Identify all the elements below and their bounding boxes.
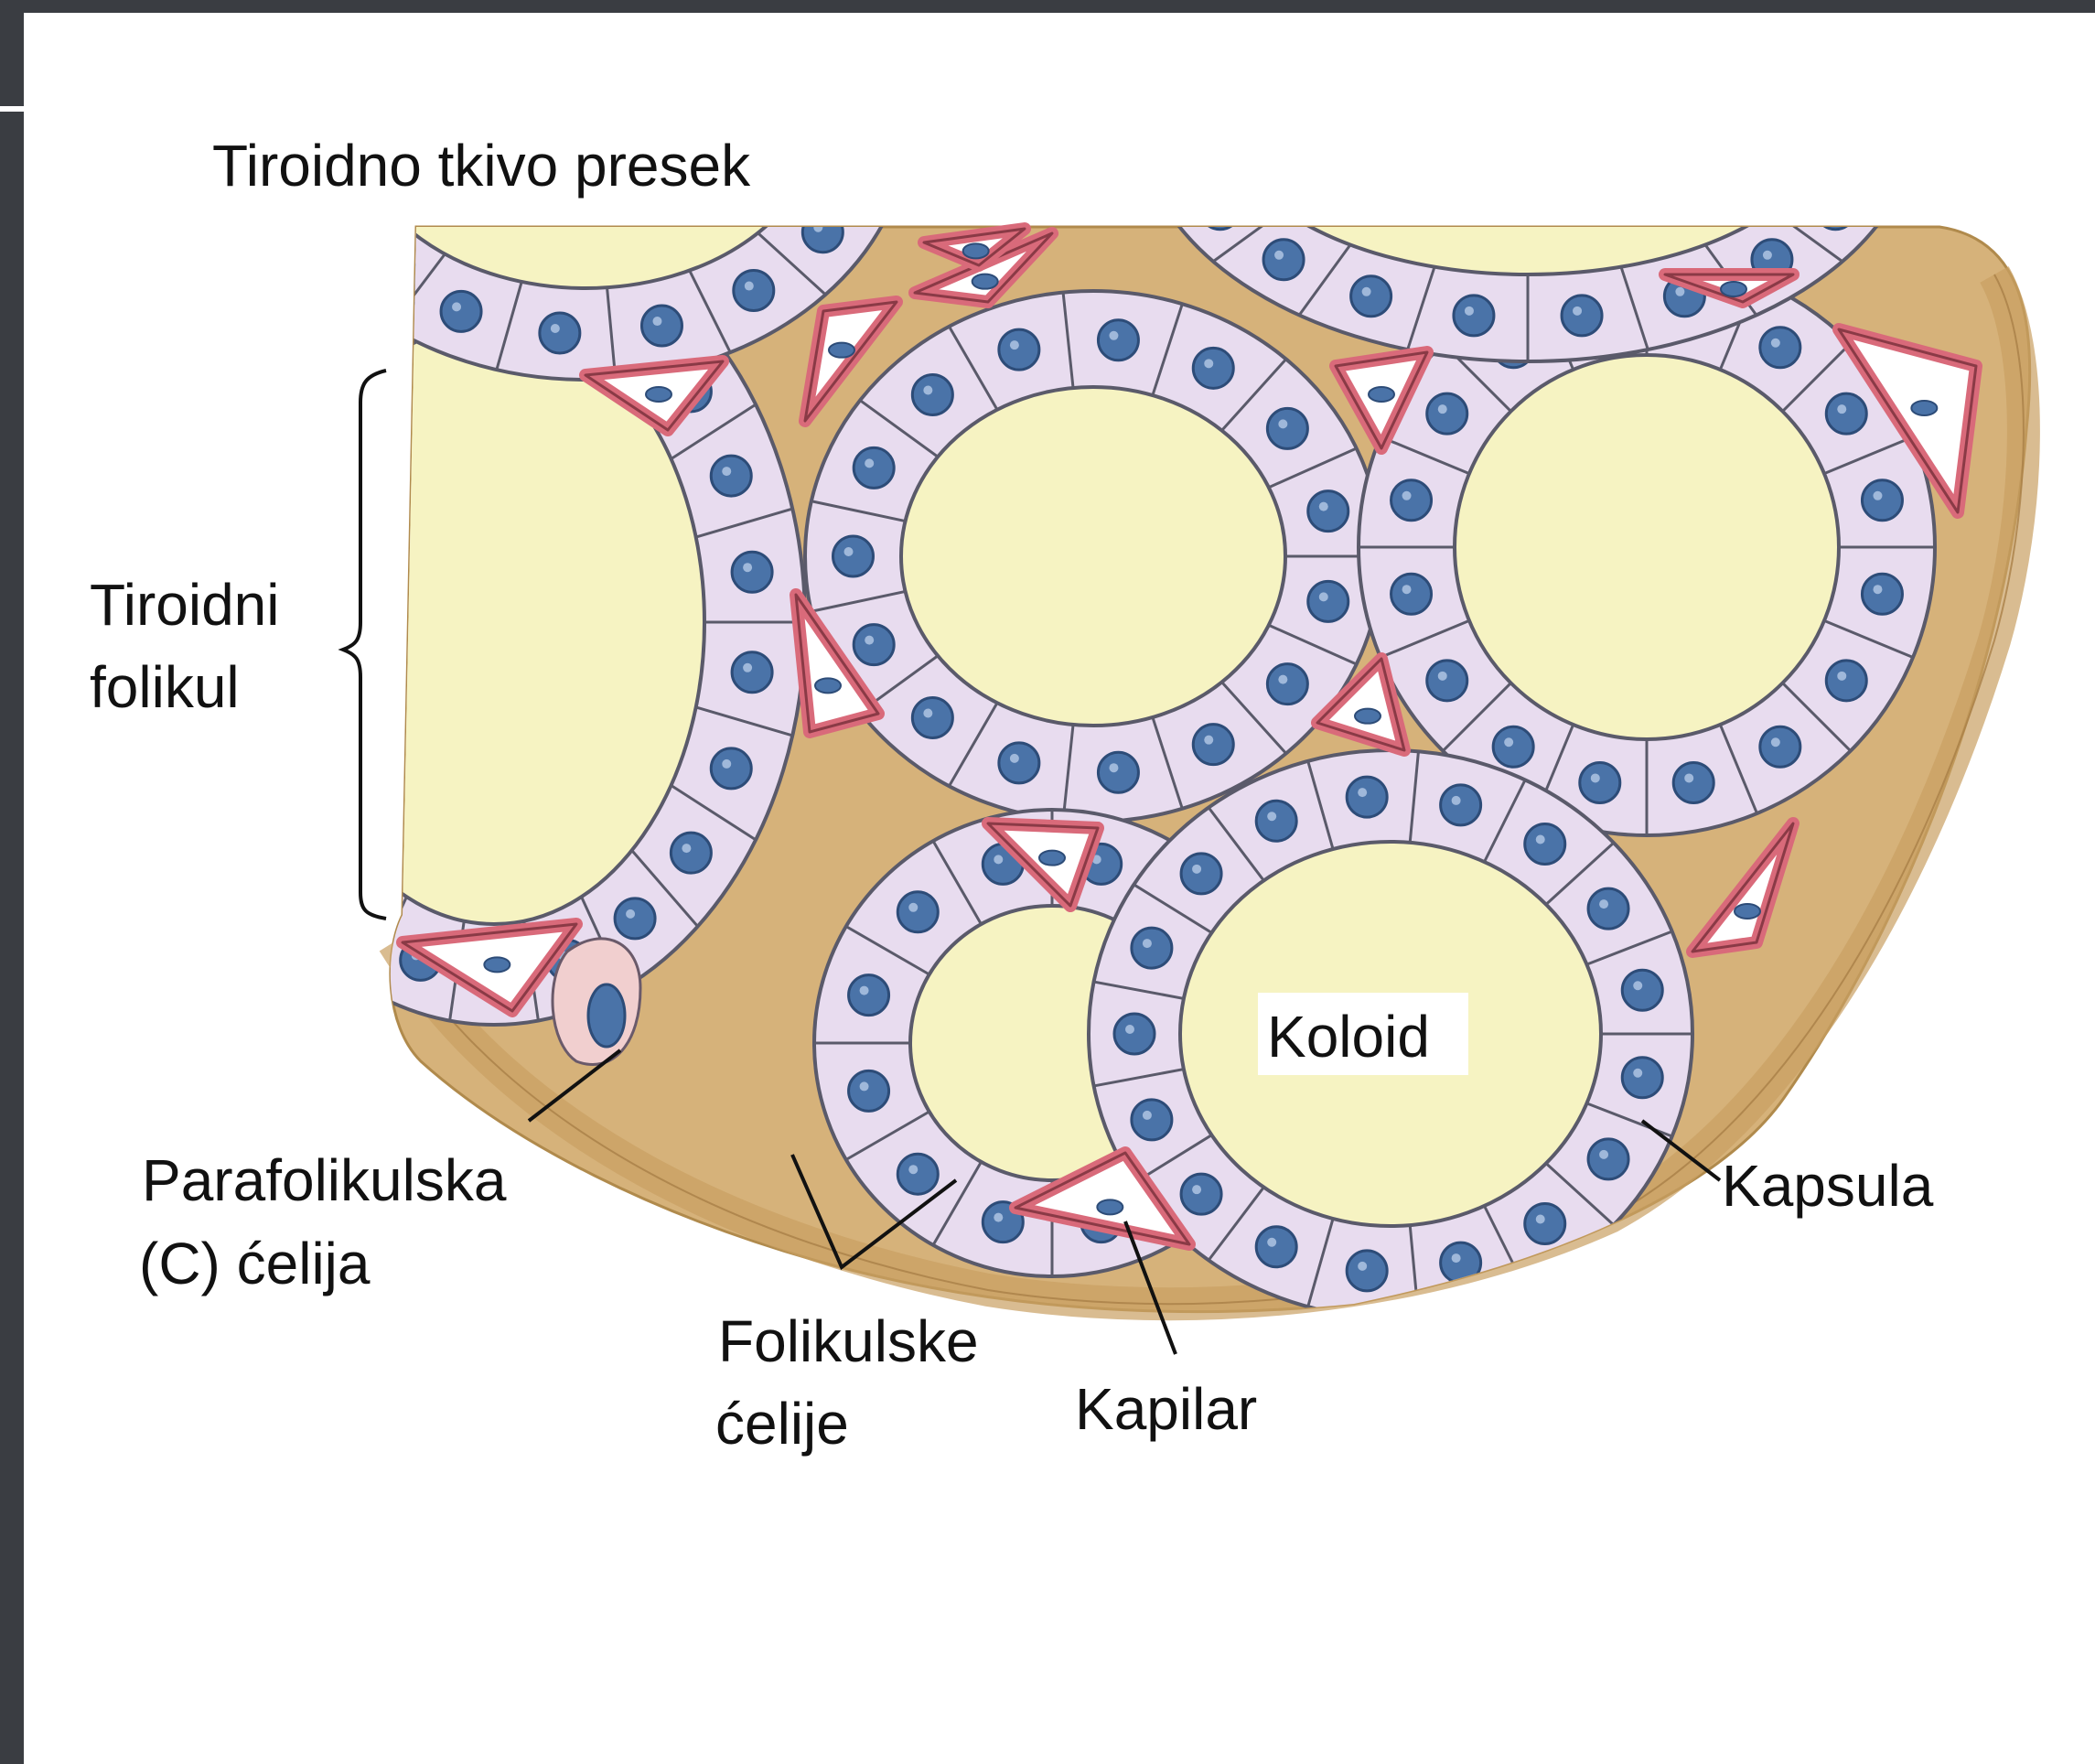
follicular-cell-nucleus [1826, 393, 1866, 434]
follicular-cell-nucleus [615, 898, 655, 939]
follicular-cell-nucleus [1454, 296, 1494, 336]
follicular-cell-nucleus [1166, 68, 1207, 108]
follicular-cell-nucleus [854, 625, 894, 665]
follicular-cell-nucleus [360, 243, 400, 284]
follicular-cell-nucleus [1525, 1203, 1565, 1243]
follicular-cell-nucleus [1347, 777, 1387, 817]
diagram-title: Tiroidno tkivo presek [212, 133, 751, 199]
follicular-cell-nucleus [732, 552, 772, 592]
follicular-cell-nucleus [1308, 581, 1348, 621]
follicular-label-line2: ćelije [715, 1391, 849, 1457]
follicular-cell-nucleus [1098, 752, 1138, 792]
follicular-cell-nucleus [999, 329, 1039, 370]
follicular-cell-nucleus [1267, 408, 1307, 448]
follicular-cell-nucleus [1427, 661, 1467, 701]
colloid [1455, 355, 1839, 739]
capillary-label: Kapilar [1075, 1376, 1257, 1442]
follicular-cell-nucleus [1525, 824, 1565, 865]
follicular-cell-nucleus [1114, 1014, 1155, 1054]
follicular-cell-nucleus [912, 375, 952, 415]
follicular-cell-nucleus [1849, 130, 1889, 170]
follicular-cell-nucleus [277, 833, 317, 873]
follicular-cell-nucleus [1427, 393, 1467, 434]
follicular-cell-nucleus [441, 291, 481, 331]
follicular-cell-nucleus [1267, 664, 1307, 705]
follicular-cell-nucleus [1588, 1139, 1628, 1179]
follicular-cell-nucleus [1862, 574, 1902, 614]
follicular-cell-nucleus [1441, 785, 1481, 825]
parafollicular-label-line1: Parafolikulska [142, 1147, 507, 1213]
follicular-cell-nucleus [1391, 480, 1432, 521]
follicular-cell-nucleus [711, 456, 751, 496]
follicular-cell-nucleus [1493, 726, 1533, 767]
follicular-cell-nucleus [1098, 320, 1138, 360]
follicular-cell-nucleus [540, 313, 580, 353]
follicular-cell-nucleus [1200, 189, 1241, 230]
follicular-cell-nucleus [802, 212, 843, 253]
follicular-cell-nucleus [802, 0, 843, 26]
follicular-cell-nucleus [1622, 1058, 1662, 1098]
follicular-cell-nucleus [1347, 1251, 1387, 1291]
colloid [901, 387, 1285, 726]
follicular-cell-nucleus [1580, 762, 1620, 802]
follicular-cell-nucleus [897, 1154, 938, 1194]
follicular-cell-nucleus [1181, 1174, 1221, 1214]
follicular-cell-nucleus [1193, 348, 1233, 388]
capsule-label: Kapsula [1722, 1153, 1934, 1219]
follicular-cell-nucleus [1193, 725, 1233, 765]
follicular-cell-nucleus [1132, 1100, 1172, 1140]
follicular-cell-nucleus [1200, 8, 1241, 48]
follicular-cell-nucleus [840, 138, 880, 178]
follicular-cell-nucleus [1391, 574, 1432, 614]
follicular-cell-nucleus [734, 271, 774, 311]
parafollicular-label-line2: (C) ćelija [139, 1231, 371, 1296]
follicular-cell-nucleus [306, 21, 346, 61]
follicular-cell-nucleus [641, 306, 682, 346]
follicular-cell-nucleus [333, 306, 373, 346]
follicular-cell-nucleus [237, 456, 277, 496]
follicular-cell-nucleus [1351, 276, 1391, 317]
follicular-cell-nucleus [854, 447, 894, 488]
follicular-cell-nucleus [1760, 328, 1800, 368]
follicular-cell-nucleus [999, 743, 1039, 783]
follicular-cell-nucleus [1815, 8, 1855, 48]
follicular-cell-nucleus [1862, 480, 1902, 521]
follicular-cell-nucleus [840, 59, 880, 100]
follicular-cell-nucleus [333, 898, 373, 939]
follicle-label-line2: folikul [90, 654, 240, 720]
follicular-cell-nucleus [1622, 970, 1662, 1010]
follicular-cell-nucleus [1132, 928, 1172, 968]
follicular-cell-nucleus [849, 975, 889, 1016]
follicular-cell-nucleus [912, 697, 952, 737]
follicular-cell-nucleus [849, 1070, 889, 1111]
follicular-cell-nucleus [277, 371, 317, 412]
follicular-cell-nucleus [237, 748, 277, 789]
follicular-cell-nucleus [1588, 888, 1628, 929]
follicular-cell-nucleus [1826, 661, 1866, 701]
follicular-cell-nucleus [1256, 1227, 1296, 1267]
follicular-cell-nucleus [833, 536, 874, 576]
colloid-label: Koloid [1267, 1004, 1430, 1070]
follicular-cell-nucleus [1815, 189, 1855, 230]
follicular-cell-nucleus [732, 652, 772, 693]
follicular-cell-nucleus [1256, 801, 1296, 841]
follicular-cell-nucleus [1673, 762, 1714, 802]
follicular-label-line1: Folikulske [718, 1308, 979, 1374]
follicular-cell-nucleus [897, 892, 938, 932]
follicle-label-line1: Tiroidni [90, 572, 279, 638]
follicular-cell-nucleus [1849, 68, 1889, 108]
follicular-cell-nucleus [1166, 130, 1207, 170]
follicular-cell-nucleus [1760, 726, 1800, 767]
follicular-cell-nucleus [1562, 296, 1602, 336]
follicular-cell-nucleus [711, 748, 751, 789]
follicular-cell-nucleus [1263, 240, 1304, 280]
thyroid-follicle [805, 291, 1381, 822]
follicular-cell-nucleus [1181, 854, 1221, 894]
follicular-cell-nucleus [671, 833, 711, 873]
follicular-cell-nucleus [1308, 491, 1348, 532]
parafollicular-cell [553, 939, 640, 1065]
follicle-bracket [343, 371, 386, 919]
